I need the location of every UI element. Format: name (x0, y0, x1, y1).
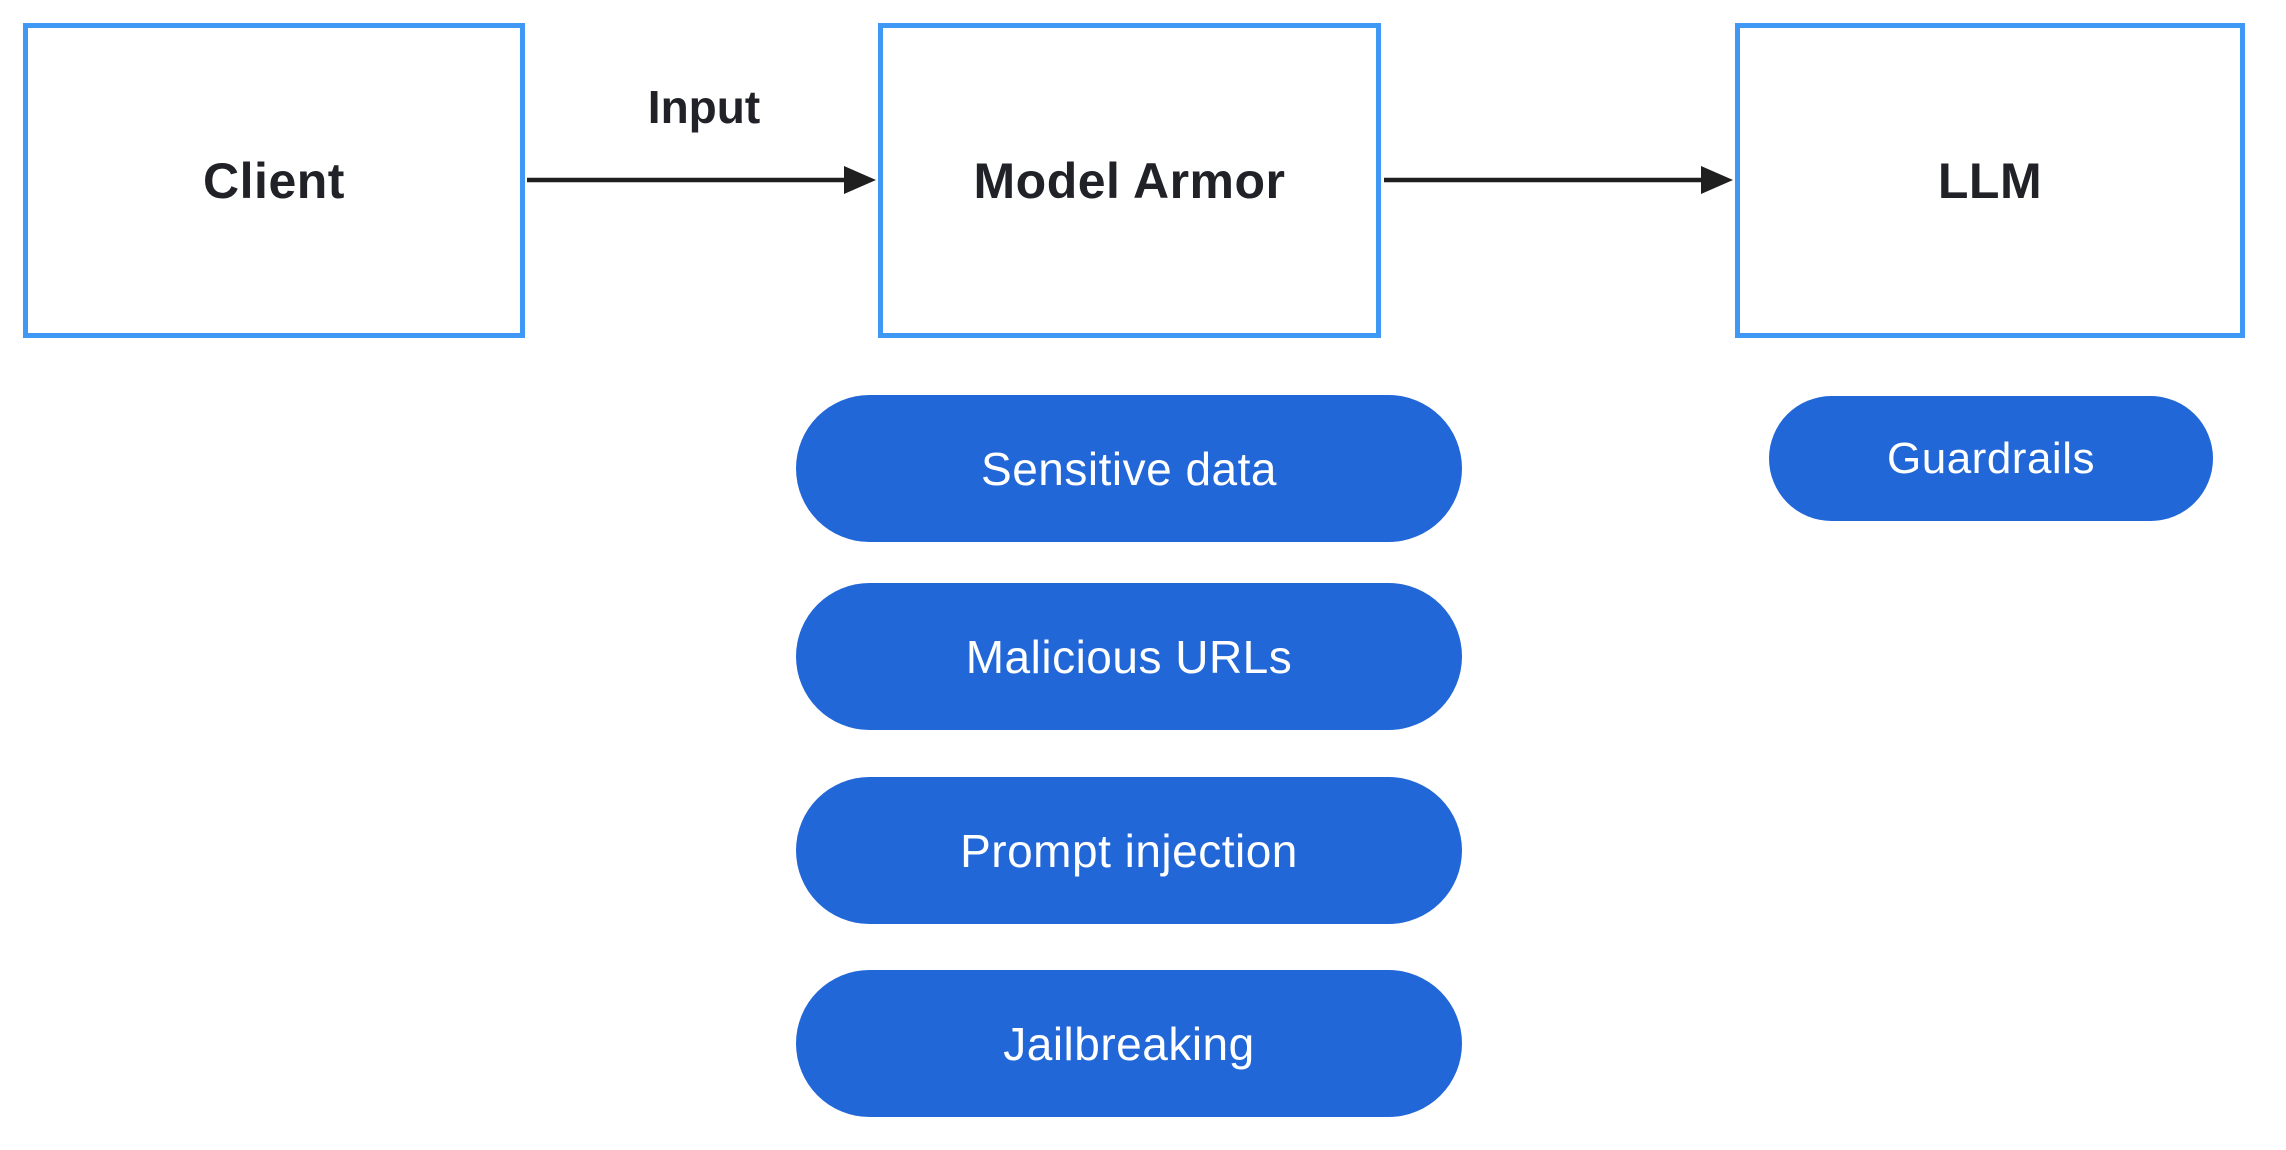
node-model-armor: Model Armor (878, 23, 1381, 338)
pill-malicious-urls-label: Malicious URLs (965, 630, 1293, 683)
edge-label-input: Input (647, 81, 761, 133)
arrow-model-armor-to-llm (1384, 166, 1733, 194)
pill-prompt-injection-label: Prompt injection (960, 824, 1298, 877)
pill-sensitive-data-label: Sensitive data (981, 442, 1277, 495)
node-model-armor-label: Model Armor (973, 152, 1286, 209)
pill-jailbreaking-label: Jailbreaking (1003, 1017, 1255, 1070)
pill-jailbreaking: Jailbreaking (796, 970, 1462, 1117)
pill-sensitive-data: Sensitive data (796, 395, 1462, 542)
node-client: Client (23, 23, 525, 338)
arrow-client-to-model-armor (527, 166, 876, 194)
node-client-label: Client (203, 152, 345, 209)
pill-guardrails-label: Guardrails (1887, 433, 2095, 483)
node-llm-label: LLM (1937, 152, 2043, 209)
node-llm: LLM (1735, 23, 2245, 338)
pill-prompt-injection: Prompt injection (796, 777, 1462, 924)
pill-malicious-urls: Malicious URLs (796, 583, 1462, 730)
pill-guardrails: Guardrails (1769, 396, 2213, 521)
